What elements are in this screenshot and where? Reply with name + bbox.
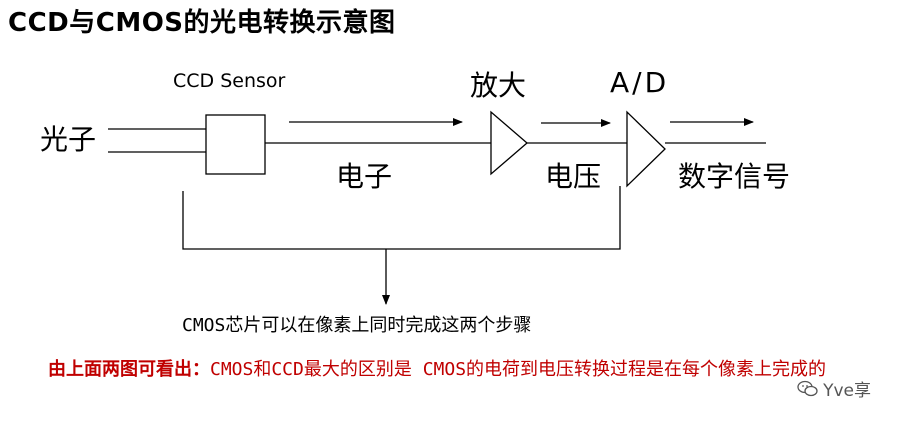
electron-label: 电子 <box>336 160 393 193</box>
conclusion-text: 由上面两图可看出：CMOS和CCD最大的区别是 CMOS的电荷到电压转换过程是在… <box>48 358 878 382</box>
photon-label: 光子 <box>40 123 97 156</box>
conclusion-lead: 由上面两图可看出： <box>48 359 210 380</box>
sensor-label: CCD Sensor <box>173 70 286 92</box>
voltage-label: 电压 <box>545 160 602 193</box>
cmos-note: CMOS芯片可以在像素上同时完成这两个步骤 <box>182 315 532 336</box>
conclusion-body: CMOS和CCD最大的区别是 CMOS的电荷到电压转换过程是在每个像素上完成的 <box>210 359 827 380</box>
amplifier-label: 放大 <box>470 69 527 102</box>
ccd-sensor-box <box>205 114 266 175</box>
diagram-title: CCD与CMOS的光电转换示意图 <box>8 8 396 38</box>
cmos-bracket <box>182 186 621 250</box>
wechat-icon <box>797 380 818 396</box>
watermark-text: Yve享 <box>823 381 871 401</box>
digital-signal-label: 数字信号 <box>678 160 791 193</box>
amplifier-symbol <box>490 110 528 176</box>
ad-label: A/D <box>610 66 670 99</box>
ad-converter-symbol <box>626 110 666 188</box>
watermark: Yve享 <box>797 376 871 401</box>
